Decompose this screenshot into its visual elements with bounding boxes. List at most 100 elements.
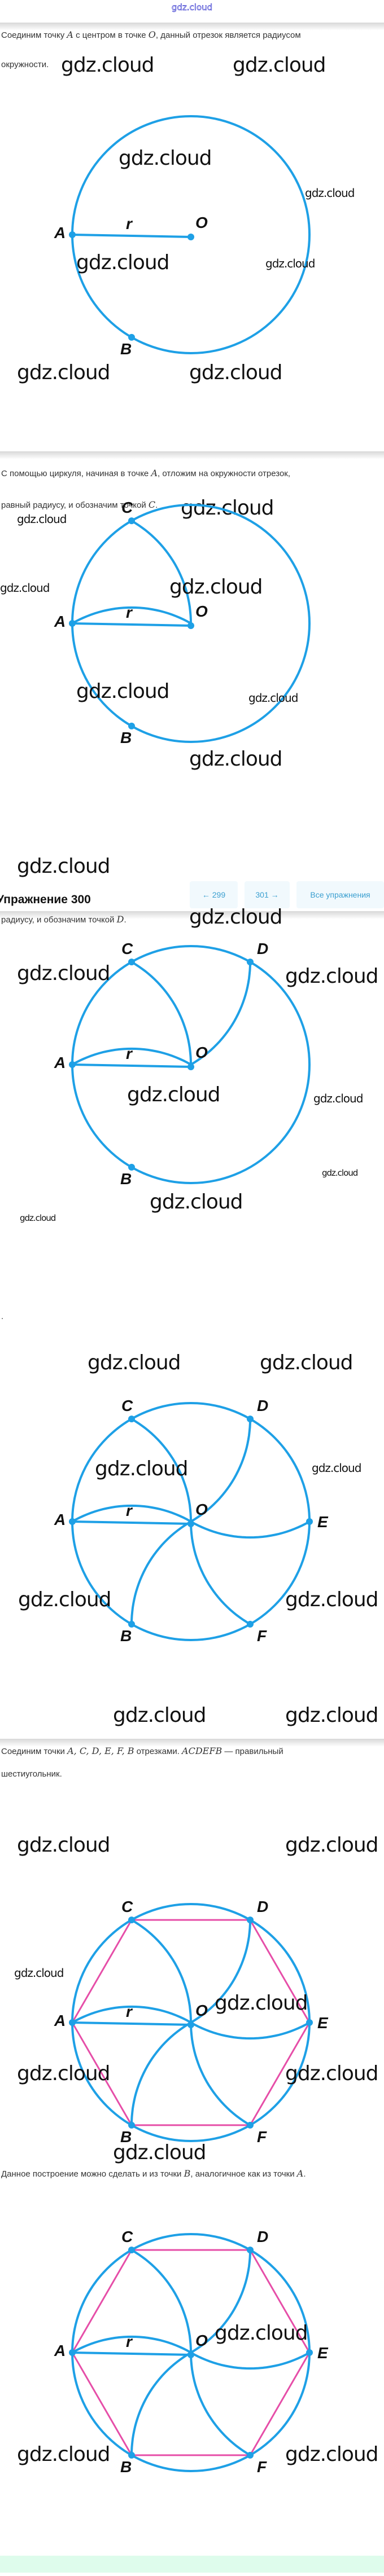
label-r: r [126,215,133,232]
all-exercises-button[interactable]: Все упражнения [296,881,384,908]
label-r: r [126,1502,133,1519]
point-c [128,959,135,966]
watermark: gdz.cloud [189,905,283,929]
watermark: gdz.cloud [285,1588,379,1611]
arc-d-o [190,1419,251,1523]
point-d [247,1416,254,1423]
label-f: F [257,1627,267,1645]
radius-segment-ao [72,1520,191,1525]
watermark: gdz.cloud [260,1351,354,1374]
prev-exercise-button[interactable]: ← 299 [190,881,238,908]
watermark: gdz.cloud [119,147,212,170]
label-e: E [317,2014,329,2032]
radius-segment-ao [72,2021,191,2026]
point-c [128,2247,135,2254]
watermark: gdz.cloud [312,1461,361,1475]
watermark: gdz.cloud [17,361,111,384]
step-5-text-line-1: Соединим точки A, C, D, E, F, B отрезкам… [1,1746,283,1756]
arc-a-o [72,1047,191,1066]
radius-segment-ao [72,1063,191,1068]
watermark: gdz.cloud [169,575,263,599]
point-o [187,1063,194,1070]
step-2-text-line-1: С помощью циркуля, начиная в точке A, от… [1,468,291,478]
label-a: A [54,2342,66,2359]
watermark: gdz.cloud [17,855,111,878]
point-d [247,959,254,966]
label-d: D [257,1898,268,1915]
watermark: gdz.cloud [285,1834,379,1857]
point-a [69,620,76,627]
point-o [187,622,194,629]
point-b [128,2451,135,2459]
step-6-text: Данное построение можно сделать и из точ… [1,2168,306,2179]
point-b [128,333,135,341]
arc-c-o [130,2249,192,2353]
point-o [187,234,194,240]
label-c: C [121,1898,133,1915]
watermark: gdz.cloud [189,361,283,384]
label-a: A [54,224,66,241]
footer-band [0,2556,384,2573]
watermark: gdz.cloud [76,251,170,274]
watermark: gdz.cloud [17,512,67,526]
point-o [187,2351,194,2358]
label-c: C [121,2228,133,2245]
arc-b-o [130,2351,192,2455]
watermark: gdz.cloud [150,1190,243,1214]
watermark: gdz.cloud [248,691,298,705]
label-o: O [195,1501,208,1518]
divider [0,1739,384,1747]
arc-c-o [130,520,192,624]
label-o: O [195,2002,208,2019]
label-r: r [126,2333,133,2350]
watermark: gdz.cloud [127,1083,221,1106]
label-b: B [120,1170,132,1188]
label-a: A [54,2012,66,2029]
watermark: gdz.cloud [113,2141,207,2164]
divider [0,23,384,30]
arc-c-o [130,961,192,1065]
step-3-text: радиусу, и обозначим точкой D. [1,914,126,925]
label-r: r [126,1045,133,1062]
label-a: A [54,613,66,630]
arc-e-o [190,2351,310,2370]
point-o [187,1520,194,1527]
next-exercise-button[interactable]: 301 → [245,881,290,908]
arc-f-o [190,2352,251,2456]
label-c: C [121,499,133,516]
point-a [69,231,76,238]
label-a: A [54,1054,66,1071]
label-e: E [317,2344,329,2362]
watermark: gdz.cloud [17,2062,111,2085]
arc-c-o [130,1418,192,1522]
radius-segment-ao [72,622,191,627]
point-d [247,1916,254,1924]
point-a [69,2349,76,2356]
watermark: gdz.cloud [20,1213,56,1223]
watermark: gdz.cloud [215,2322,308,2345]
point-e [306,1518,313,1525]
point-c [128,1416,135,1423]
arc-f-o [190,2022,251,2126]
site-logo[interactable]: gdz.cloud [171,2,213,13]
watermark: gdz.cloud [0,581,50,595]
arc-f-o [190,1521,251,1625]
divider [0,451,384,459]
watermark: gdz.cloud [113,1704,207,1727]
step-1-text-line-2: окружности. [1,60,49,69]
point-f [247,2451,254,2459]
arc-b-o [130,2021,192,2125]
watermark: gdz.cloud [95,1457,189,1480]
watermark: gdz.cloud [285,1704,379,1727]
arc-e-o [190,2021,310,2040]
point-e [306,2019,313,2026]
step-4-text: . [1,1312,4,1321]
watermark: gdz.cloud [265,257,315,270]
point-o [187,2021,194,2028]
point-a [69,1518,76,1525]
